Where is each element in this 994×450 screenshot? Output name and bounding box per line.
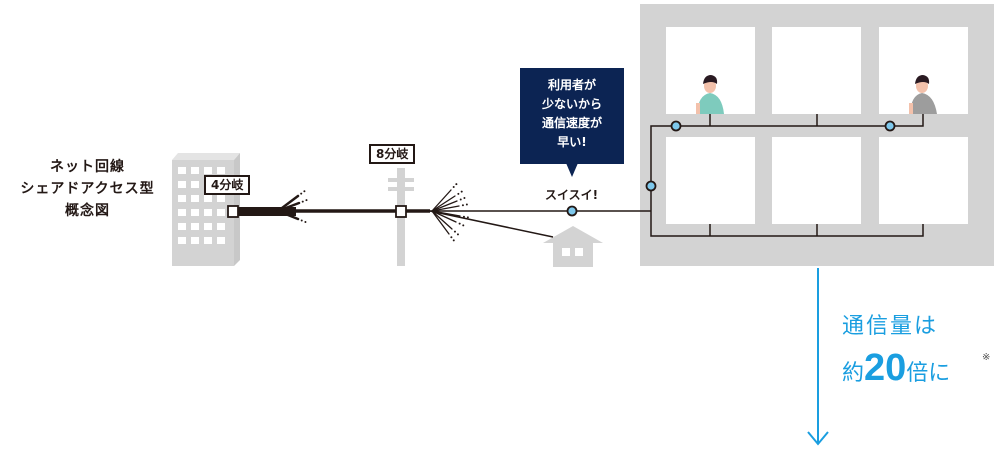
fiber-strand bbox=[431, 200, 458, 212]
fiber-dot bbox=[466, 216, 469, 219]
person-icon bbox=[696, 75, 724, 114]
office-window bbox=[217, 237, 225, 244]
bubble-line: 利用者が bbox=[547, 78, 596, 92]
office-window bbox=[191, 167, 199, 174]
office-window bbox=[178, 237, 186, 244]
office-window bbox=[217, 223, 225, 230]
fiber-strand bbox=[431, 210, 450, 235]
fiber-dot bbox=[452, 239, 455, 242]
fiber-strand bbox=[276, 201, 301, 213]
title-line: ネット回線 bbox=[50, 159, 125, 175]
title-line: 概念図 bbox=[65, 203, 110, 219]
office-window bbox=[178, 195, 186, 202]
status-text: スイスイ! bbox=[545, 188, 599, 202]
office-window bbox=[217, 167, 225, 174]
result-number: 20 bbox=[864, 347, 907, 389]
fiber-dot bbox=[301, 200, 304, 203]
fiber-dot bbox=[462, 224, 465, 227]
line-to-house bbox=[429, 210, 554, 238]
fiber-dot bbox=[455, 183, 458, 186]
fiber-dot bbox=[300, 192, 303, 195]
network-node bbox=[670, 120, 682, 132]
split-4-label: 4分岐 bbox=[204, 175, 251, 195]
office-window bbox=[191, 181, 199, 188]
office-window bbox=[178, 223, 186, 230]
fiber-dot bbox=[462, 215, 465, 218]
result-text: 通信量は 約20倍に ※ bbox=[842, 312, 990, 394]
office-window bbox=[204, 195, 212, 202]
splitter-8-box bbox=[395, 205, 407, 218]
split-4-fan bbox=[276, 190, 308, 223]
fiber-dot bbox=[463, 197, 466, 200]
network-node bbox=[645, 180, 657, 192]
fiber-dot bbox=[457, 192, 460, 195]
result-suffix: 倍に bbox=[906, 361, 951, 386]
result-prefix: 約 bbox=[842, 361, 865, 386]
bubble-pointer bbox=[566, 163, 578, 177]
office-window bbox=[178, 209, 186, 216]
fiber-dot bbox=[461, 204, 464, 207]
fiber-dot bbox=[304, 220, 307, 223]
network-node bbox=[566, 205, 578, 217]
office-window bbox=[204, 223, 212, 230]
fiber-dot bbox=[459, 198, 462, 201]
fiber-strand bbox=[276, 209, 300, 221]
split-8-label: 8分岐 bbox=[369, 144, 416, 164]
fiber-strand bbox=[431, 195, 456, 212]
fiber-dot bbox=[458, 222, 461, 225]
office-window bbox=[204, 237, 212, 244]
office-window bbox=[191, 209, 199, 216]
office-window bbox=[191, 195, 199, 202]
splitter-4-box bbox=[227, 205, 239, 218]
house-icon bbox=[543, 226, 603, 267]
fiber-strand bbox=[431, 189, 452, 212]
fiber-dot bbox=[460, 190, 463, 193]
fiber-dot bbox=[453, 230, 456, 233]
footnote-mark: ※ bbox=[982, 352, 991, 363]
bubble-line: 早い! bbox=[557, 135, 587, 149]
title-line: シェアドアクセス型 bbox=[20, 181, 155, 197]
fiber-dot bbox=[450, 236, 453, 239]
fiber-dot bbox=[305, 199, 308, 202]
fiber-dot bbox=[456, 233, 459, 236]
fiber-strand bbox=[431, 205, 460, 212]
fiber-strand bbox=[431, 210, 453, 230]
fiber-dot bbox=[303, 190, 306, 193]
office-window bbox=[178, 167, 186, 174]
fiber-dot bbox=[465, 203, 468, 206]
office-window bbox=[204, 167, 212, 174]
office-window bbox=[191, 223, 199, 230]
down-arrow-icon bbox=[807, 268, 829, 446]
result-line1: 通信量は bbox=[842, 314, 939, 339]
result-line2: 約20倍に bbox=[842, 348, 950, 394]
office-window bbox=[204, 209, 212, 216]
fiber-dot bbox=[452, 186, 455, 189]
fiber-dot bbox=[300, 219, 303, 222]
diagram-title: ネット回線 シェアドアクセス型 概念図 bbox=[0, 156, 175, 222]
apartment-network bbox=[650, 114, 924, 237]
person-icon bbox=[909, 75, 937, 114]
apartment-building-icon bbox=[640, 4, 994, 266]
office-window bbox=[217, 195, 225, 202]
network-node bbox=[884, 120, 896, 132]
office-window bbox=[178, 181, 186, 188]
bubble-line: 少ないから bbox=[541, 97, 602, 111]
office-window bbox=[191, 237, 199, 244]
speech-bubble: 利用者が 少ないから 通信速度が 早い! bbox=[520, 68, 624, 164]
office-window bbox=[217, 209, 225, 216]
bubble-line: 通信速度が bbox=[541, 116, 602, 130]
